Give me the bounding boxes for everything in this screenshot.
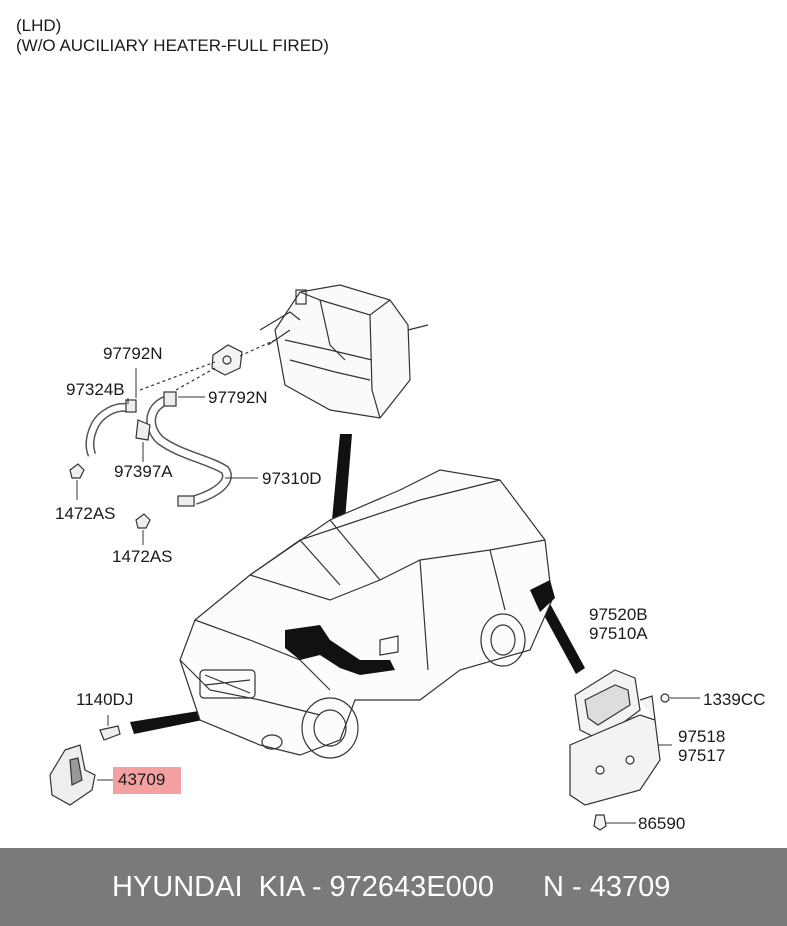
- note-heater: (W/O AUCILIARY HEATER-FULL FIRED): [16, 36, 329, 55]
- label-1339cc: 1339CC: [703, 690, 766, 709]
- label-97520b: 97520B: [589, 605, 648, 624]
- hose-bracket: [211, 344, 243, 376]
- hose-97310d: [146, 395, 232, 505]
- label-97397a: 97397A: [114, 462, 173, 481]
- label-97792n-right: 97792N: [208, 388, 268, 407]
- footer-brand-part-number: HYUNDAI KIA - 972643E000: [112, 871, 495, 903]
- label-1140dj: 1140DJ: [76, 690, 134, 709]
- label-97310d: 97310D: [262, 469, 322, 488]
- label-1472as-left: 1472AS: [55, 504, 116, 523]
- label-97792n-top: 97792N: [103, 344, 163, 363]
- label-97324b: 97324B: [66, 380, 125, 399]
- label-86590: 86590: [638, 814, 686, 833]
- label-97510a: 97510A: [589, 624, 648, 643]
- control-module-drawing: [569, 669, 670, 831]
- footer-bar: HYUNDAI KIA - 972643E000 N - 43709: [0, 848, 787, 926]
- sensor-43709-drawing: [49, 725, 121, 806]
- heater-unit-drawing: [259, 284, 429, 419]
- label-1472as-bottom: 1472AS: [112, 547, 173, 566]
- pointer-module: [540, 600, 585, 674]
- highlight-43709: [113, 767, 181, 794]
- label-97518: 97518: [678, 727, 726, 746]
- note-lhd: (LHD): [16, 16, 62, 35]
- parts-diagram: [49, 284, 700, 831]
- label-43709: 43709: [118, 770, 166, 789]
- vehicle-drawing: [179, 469, 553, 759]
- footer-reference-number: N - 43709: [543, 871, 671, 903]
- label-97517: 97517: [678, 746, 726, 765]
